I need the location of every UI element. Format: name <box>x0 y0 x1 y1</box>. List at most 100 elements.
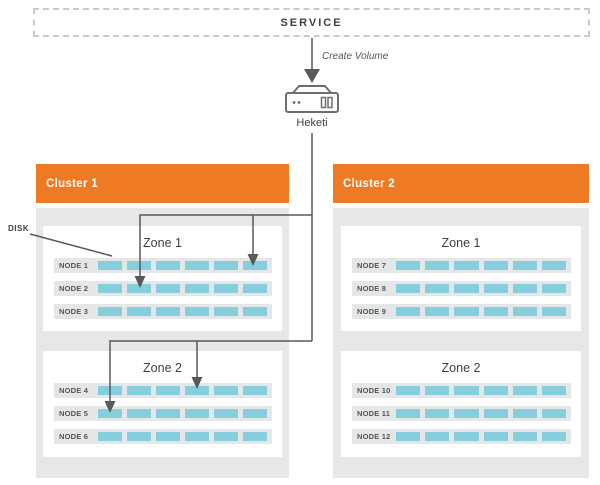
node-row: NODE 10 <box>352 383 571 398</box>
disk <box>243 432 267 441</box>
disk <box>541 261 567 270</box>
disk <box>127 307 151 316</box>
disk-group <box>396 386 567 395</box>
node-row: NODE 8 <box>352 281 571 296</box>
disk-group <box>396 307 567 316</box>
disk <box>512 284 537 293</box>
disk-group <box>396 409 567 418</box>
cluster1-zone1: Zone 1 NODE 1 NODE 2 NODE 3 <box>43 226 282 331</box>
disk <box>541 307 567 316</box>
disk <box>396 284 421 293</box>
disk <box>156 307 180 316</box>
node-row: NODE 7 <box>352 258 571 273</box>
node-row: NODE 3 <box>54 304 272 319</box>
disk <box>425 284 450 293</box>
disk <box>185 284 209 293</box>
disk-callout-label: DISK <box>8 224 30 233</box>
disk <box>454 432 479 441</box>
disk-group <box>98 261 267 270</box>
disk <box>512 261 537 270</box>
disk <box>541 409 567 418</box>
disk <box>396 386 421 395</box>
disk-group <box>98 307 267 316</box>
disk-group <box>396 432 567 441</box>
disk <box>243 409 267 418</box>
disk <box>98 432 122 441</box>
cluster1-title: Cluster 1 <box>46 177 98 190</box>
disk-group <box>98 386 267 395</box>
create-volume-label: Create Volume <box>322 51 389 62</box>
disk <box>127 386 151 395</box>
disk <box>454 284 479 293</box>
node-list: NODE 1 NODE 2 NODE 3 <box>43 258 282 319</box>
zone-title: Zone 1 <box>143 236 182 250</box>
disk <box>156 284 180 293</box>
arrowhead-service-to-heketi <box>304 69 320 83</box>
disk <box>98 307 122 316</box>
disk <box>483 261 508 270</box>
disk <box>185 261 209 270</box>
node-label: NODE 6 <box>59 432 89 441</box>
disk <box>425 409 450 418</box>
cluster1-zone2: Zone 2 NODE 4 NODE 5 NODE 6 <box>43 351 282 457</box>
disk <box>214 409 238 418</box>
heketi-label: Heketi <box>282 117 342 129</box>
disk <box>454 307 479 316</box>
disk <box>127 409 151 418</box>
disk <box>127 432 151 441</box>
node-row: NODE 9 <box>352 304 571 319</box>
cluster2-header: Cluster 2 <box>333 164 589 203</box>
node-row: NODE 6 <box>54 429 272 444</box>
disk-group <box>98 284 267 293</box>
disk <box>483 307 508 316</box>
disk-group <box>396 284 567 293</box>
cluster2-title: Cluster 2 <box>343 177 395 190</box>
disk <box>425 307 450 316</box>
node-label: NODE 9 <box>357 307 387 316</box>
disk <box>98 409 122 418</box>
cluster1-header: Cluster 1 <box>36 164 289 203</box>
disk <box>243 284 267 293</box>
disk <box>127 284 151 293</box>
disk <box>483 284 508 293</box>
disk <box>98 261 122 270</box>
disk <box>243 307 267 316</box>
disk <box>214 432 238 441</box>
disk <box>156 432 180 441</box>
disk <box>512 386 537 395</box>
disk <box>454 261 479 270</box>
disk <box>425 386 450 395</box>
disk <box>454 409 479 418</box>
node-label: NODE 2 <box>59 284 89 293</box>
node-row: NODE 12 <box>352 429 571 444</box>
disk <box>185 432 209 441</box>
disk <box>214 261 238 270</box>
disk-group <box>98 409 267 418</box>
disk <box>185 386 209 395</box>
service-label: SERVICE <box>280 16 343 29</box>
node-label: NODE 4 <box>59 386 89 395</box>
disk <box>98 284 122 293</box>
disk <box>512 307 537 316</box>
node-label: NODE 5 <box>59 409 89 418</box>
disk <box>483 409 508 418</box>
node-label: NODE 3 <box>59 307 89 316</box>
disk <box>396 261 421 270</box>
heketi-server-icon <box>285 85 339 113</box>
disk <box>214 284 238 293</box>
disk <box>454 386 479 395</box>
disk <box>214 307 238 316</box>
disk <box>185 307 209 316</box>
disk <box>98 386 122 395</box>
service-box: SERVICE <box>33 8 590 37</box>
disk <box>156 409 180 418</box>
disk <box>512 409 537 418</box>
zone-title: Zone 2 <box>143 361 182 375</box>
node-label: NODE 11 <box>357 409 391 418</box>
disk <box>396 409 421 418</box>
node-label: NODE 1 <box>59 261 89 270</box>
